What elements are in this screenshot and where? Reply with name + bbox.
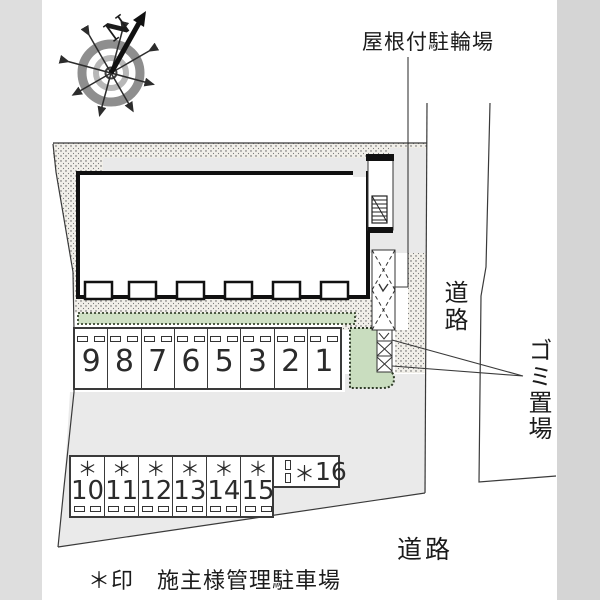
wheel-stops	[176, 506, 204, 512]
parking-space-8: 8	[108, 329, 142, 388]
garbage-bins	[376, 329, 393, 373]
parking-space-15: ＊15	[241, 457, 275, 516]
bicycle-parking-area	[371, 249, 396, 331]
parking-space-5: 5	[208, 329, 242, 388]
wheel-stops	[108, 506, 136, 512]
space-number: 1	[314, 344, 334, 379]
space-number: 8	[114, 344, 134, 379]
legend-note: ＊印 施主様管理駐車場	[88, 569, 342, 594]
space-number: 2	[281, 344, 301, 379]
parking-space-7: 7	[142, 329, 175, 388]
wheel-stops	[176, 336, 205, 342]
space-number: 3	[247, 344, 267, 379]
owner-mark: ＊	[179, 457, 200, 481]
wheel-stops	[243, 336, 272, 342]
parking-space-11: ＊11	[105, 457, 140, 516]
space-number: 12	[139, 476, 173, 506]
owner-mark: ＊	[248, 457, 269, 481]
building	[76, 171, 370, 299]
site-boundary	[52, 102, 557, 548]
label-road-bottom: 道路	[397, 535, 454, 564]
wheel-stops	[244, 506, 272, 512]
wheel-stops	[110, 336, 139, 342]
parking-space-14: ＊14	[207, 457, 242, 516]
space-number: 13	[173, 476, 207, 506]
parking-space-9: 9	[75, 329, 109, 388]
owner-mark: ＊	[294, 461, 315, 486]
space-number: 11	[105, 476, 139, 506]
space-number: 9	[81, 344, 101, 379]
right-road-band	[557, 0, 600, 600]
parking-row-owner: ＊10＊11＊12＊13＊14＊15	[69, 455, 275, 518]
wheel-stops	[77, 336, 106, 342]
wheel-stops	[309, 336, 338, 342]
wheel-stops	[210, 506, 238, 512]
wheel-stops	[276, 336, 305, 342]
parking-space-2: 2	[275, 329, 308, 388]
boundary-bottom	[57, 492, 426, 548]
parking-space-1: 1	[308, 329, 340, 388]
space-number: 5	[214, 344, 234, 379]
wheel-stops	[210, 336, 239, 342]
owner-mark: ＊	[77, 457, 98, 481]
wheel-stops	[142, 506, 170, 512]
parking-space-10: ＊10	[71, 457, 106, 516]
left-road-band	[0, 0, 42, 600]
leader-lines	[391, 57, 524, 377]
hedge	[77, 312, 356, 325]
space-number: 15	[241, 476, 275, 506]
parking-space-6: 6	[175, 329, 208, 388]
parking-space-16: ＊ 16	[272, 455, 347, 488]
space-number: 7	[148, 344, 168, 379]
owner-mark: ＊	[145, 457, 166, 481]
wheel-stops	[143, 336, 172, 342]
label-garbage-area: ゴミ置場	[524, 338, 552, 442]
north-needle	[108, 11, 146, 75]
owner-mark: ＊	[111, 457, 132, 481]
leader-lines-garbage	[391, 339, 524, 377]
space-number: 6	[181, 344, 201, 379]
building-entrances	[83, 280, 350, 301]
compass-icon	[58, 11, 160, 117]
label-covered-bicycle-parking: 屋根付駐輪場	[362, 30, 494, 54]
parking-space-13: ＊13	[173, 457, 208, 516]
road-edge-line	[478, 102, 557, 483]
stairwell	[366, 154, 394, 233]
parking-space-3: 3	[241, 329, 275, 388]
space-number: 10	[71, 476, 105, 506]
label-road-right: 道路	[440, 280, 468, 334]
space-number: 16	[315, 457, 347, 486]
parking-space-12: ＊12	[139, 457, 174, 516]
leader-line-bicycle	[393, 57, 409, 288]
boundary-right	[424, 102, 428, 494]
wheel-stops	[74, 506, 102, 512]
space-number: 14	[207, 476, 241, 506]
owner-mark: ＊	[213, 457, 234, 481]
wheel-stops	[285, 460, 291, 483]
